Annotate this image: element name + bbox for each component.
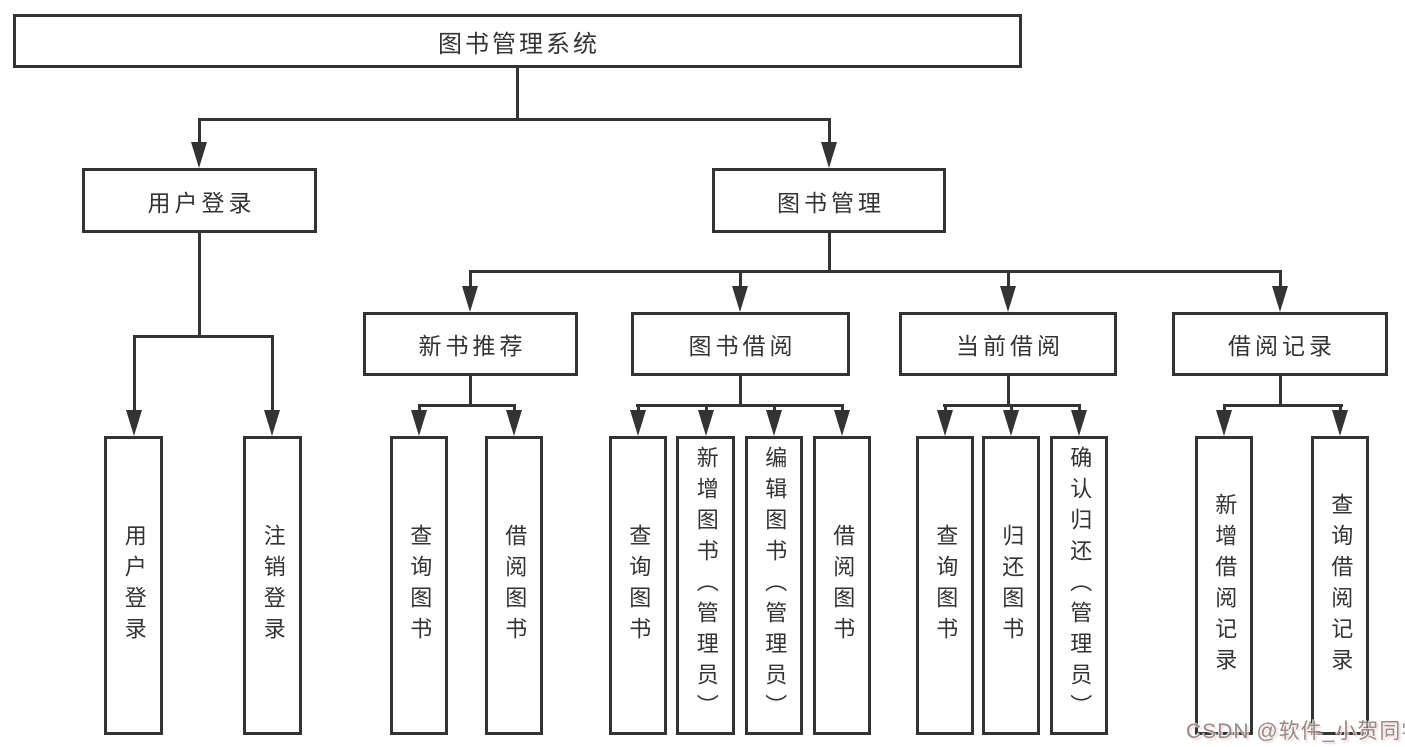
leaf-label: 用户登录 — [121, 523, 147, 648]
node-library-management-system: 图书管理系统 — [13, 14, 1022, 68]
arrowhead-leaf — [506, 410, 522, 436]
connector-level3-bus — [469, 270, 1282, 273]
arrowhead-leaf — [1332, 410, 1348, 436]
leaf-confirm-return-admin: 确认归还（管理员） — [1050, 436, 1108, 735]
connector-drop — [841, 404, 844, 414]
arrowhead-new-book — [462, 286, 478, 312]
connector-drop — [1339, 404, 1342, 414]
connector-drop — [944, 404, 947, 414]
arrowhead-leaf — [766, 410, 782, 436]
leaf-label: 借阅图书 — [830, 523, 856, 648]
arrowhead-leaf — [411, 410, 427, 436]
leaf-add-books-admin: 新增图书（管理员） — [676, 436, 735, 735]
connector-drop-book-management — [828, 118, 831, 148]
leaf-user-login: 用户登录 — [104, 436, 163, 735]
connector-drop-leaf-logout — [271, 335, 274, 415]
connector-borrow-records-bus — [1223, 404, 1343, 407]
connector-drop — [418, 404, 421, 414]
arrowhead-current-borrow — [1000, 286, 1016, 312]
arrowhead-leaf — [698, 410, 714, 436]
node-book-borrow: 图书借阅 — [631, 312, 850, 376]
node-label: 用户登录 — [147, 189, 256, 216]
node-label: 图书管理系统 — [438, 30, 600, 58]
connector-drop — [637, 404, 640, 414]
connector-drop-user-login — [198, 118, 201, 148]
watermark: CSDN @软件_小贺同学 — [1186, 720, 1405, 743]
connector-drop — [513, 404, 516, 414]
node-label: 图书管理 — [777, 189, 885, 216]
arrowhead-leaf — [1216, 410, 1232, 436]
node-borrow-records: 借阅记录 — [1172, 312, 1388, 376]
arrowhead-leaf — [937, 410, 953, 436]
leaf-label: 查询借阅记录 — [1328, 492, 1354, 679]
leaf-query-books: 查询图书 — [609, 436, 667, 735]
arrowhead-leaf — [1003, 410, 1019, 436]
leaf-query-books-recommend: 查询图书 — [390, 436, 448, 735]
arrowhead-book-management — [821, 142, 837, 168]
node-new-book-recommend: 新书推荐 — [363, 312, 578, 376]
node-current-borrow: 当前借阅 — [899, 312, 1117, 376]
arrowhead-leaf — [834, 410, 850, 436]
node-label: 图书借阅 — [688, 333, 797, 359]
arrowhead-leaf-logout — [264, 410, 280, 436]
leaf-borrow-books: 借阅图书 — [813, 436, 871, 735]
connector-user-login-bus — [133, 335, 274, 338]
connector-book-borrow-bus — [636, 404, 844, 407]
node-label: 新书推荐 — [418, 333, 527, 359]
connector-drop — [1078, 404, 1081, 414]
connector-new-book-bus — [418, 404, 516, 407]
leaf-label: 编辑图书（管理员） — [762, 446, 788, 725]
connector-book-management-down — [828, 233, 831, 273]
connector-new-book-down — [469, 376, 472, 407]
leaf-label: 查询图书 — [626, 523, 652, 648]
connector-drop-leaf-login — [133, 335, 136, 415]
leaf-label: 新增借阅记录 — [1212, 492, 1238, 679]
node-user-login: 用户登录 — [82, 168, 317, 233]
connector-drop — [1010, 404, 1013, 414]
connector-current-borrow-down — [1007, 376, 1010, 407]
arrowhead-leaf — [630, 410, 646, 436]
leaf-logout: 注销登录 — [243, 436, 302, 735]
leaf-label: 注销登录 — [260, 523, 286, 648]
connector-level2-bus — [198, 118, 831, 121]
connector-book-borrow-down — [739, 376, 742, 407]
connector-root-stub — [516, 68, 519, 120]
connector-borrow-records-down — [1279, 376, 1282, 407]
leaf-label: 借阅图书 — [502, 523, 528, 648]
leaf-query-books-current: 查询图书 — [916, 436, 974, 735]
arrowhead-leaf-login — [126, 410, 142, 436]
arrowhead-book-borrow — [732, 286, 748, 312]
leaf-label: 查询图书 — [933, 523, 959, 648]
leaf-query-borrow-record: 查询借阅记录 — [1311, 436, 1369, 735]
arrowhead-leaf — [1071, 410, 1087, 436]
arrowhead-user-login — [191, 142, 207, 168]
connector-drop — [1223, 404, 1226, 414]
leaf-return-books: 归还图书 — [982, 436, 1040, 735]
connector-drop-current-borrow — [1007, 271, 1010, 289]
node-book-management: 图书管理 — [712, 168, 946, 233]
connector-drop-new-book — [469, 271, 472, 289]
node-label: 当前借阅 — [956, 333, 1064, 359]
leaf-label: 确认归还（管理员） — [1067, 446, 1093, 725]
node-label: 借阅记录 — [1228, 333, 1336, 359]
connector-drop — [773, 404, 776, 414]
connector-drop-book-borrow — [739, 271, 742, 289]
connector-user-login-down — [198, 233, 201, 336]
connector-drop — [705, 404, 708, 414]
leaf-borrow-books-recommend: 借阅图书 — [485, 436, 543, 735]
leaf-label: 新增图书（管理员） — [693, 446, 719, 725]
connector-drop-borrow-records — [1279, 271, 1282, 289]
leaf-edit-books-admin: 编辑图书（管理员） — [745, 436, 803, 735]
leaf-add-borrow-record: 新增借阅记录 — [1195, 436, 1253, 735]
leaf-label: 归还图书 — [999, 523, 1025, 648]
arrowhead-borrow-records — [1272, 286, 1288, 312]
leaf-label: 查询图书 — [407, 523, 433, 648]
